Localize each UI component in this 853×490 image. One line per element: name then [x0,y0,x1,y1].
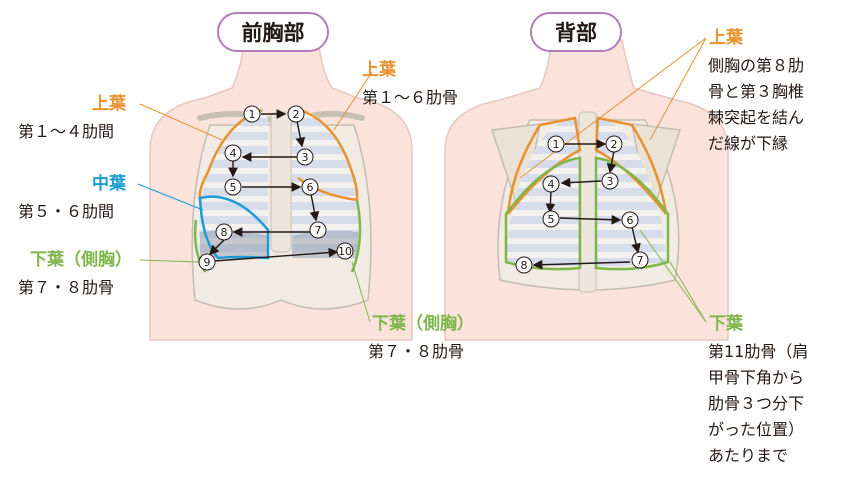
back-point-marker-4 [542,175,560,193]
front-point-label-7: 7 [315,224,322,237]
front-point-marker-3 [296,148,314,166]
front-point-marker-8 [215,223,233,241]
back-auscultation-points: 1 2 3 4 5 6 7 8 [515,135,649,274]
front-point-label-4: 4 [230,147,237,160]
back-point-label-3: 3 [607,175,614,188]
front-point-marker-5 [224,178,242,196]
front-point-marker-10 [336,242,354,260]
front-right-upper-lobe-label: 上葉 [362,60,396,80]
back-point-marker-5 [542,210,560,228]
back-point-label-7: 7 [637,254,644,267]
front-right-lower-lobe-label: 下葉（側胸） [372,314,474,334]
back-lower-lobe-desc-3: 肋骨３つ分下 [708,394,805,413]
front-title: 前胸部 [217,12,329,52]
back-torso [444,39,729,341]
front-point-marker-9 [198,253,216,271]
back-point-marker-8 [515,256,533,274]
front-point-label-5: 5 [230,181,237,194]
back-upper-lobe-label: 上葉 [709,28,743,48]
front-point-label-3: 3 [302,151,309,164]
front-middle-lobe-label: 中葉 [92,174,126,194]
back-point-label-8: 8 [521,259,528,272]
back-point-marker-1 [547,135,565,153]
front-middle-lobe-desc: 第５・６肋間 [18,202,115,221]
front-lower-lobe-desc: 第７・８肋骨 [18,278,115,297]
front-point-marker-4 [224,144,242,162]
front-point-label-10: 10 [338,245,352,258]
front-point-marker-6 [301,178,319,196]
front-right-lower-lobe-desc: 第７・８肋骨 [368,342,465,361]
back-lower-lobe-desc-5: あたりまで [708,446,789,465]
front-upper-lobe-label: 上葉 [92,94,126,114]
front-right-upper-lobe-desc: 第１～６肋骨 [362,88,459,107]
back-arrows [532,139,641,270]
front-point-marker-7 [309,221,327,239]
front-point-label-2: 2 [293,108,300,121]
back-point-label-6: 6 [627,214,634,227]
front-point-marker-1 [243,105,261,123]
front-point-label-8: 8 [221,226,228,239]
front-upper-lobe-desc: 第１～４肋間 [18,122,115,141]
front-point-marker-2 [287,105,305,123]
front-arrows [209,109,339,262]
back-lower-lobe-desc-1: 第11肋骨（肩 [708,342,809,361]
back-title: 背部 [530,12,622,52]
back-upper-lobe-desc-1: 側胸の第８肋 [708,56,805,75]
back-point-label-5: 5 [548,213,555,226]
front-point-label-1: 1 [249,108,256,121]
back-point-label-1: 1 [553,138,560,151]
back-point-label-2: 2 [611,138,618,151]
back-upper-lobe-desc-4: だ線が下縁 [708,134,789,153]
front-torso [149,39,413,341]
front-point-label-6: 6 [307,181,314,194]
back-point-label-4: 4 [548,178,555,191]
back-upper-lobe-desc-2: 骨と第３胸椎 [708,82,805,101]
back-lower-lobe-label: 下葉 [709,314,743,334]
back-lower-lobe-desc-4: がった位置） [708,420,805,439]
back-upper-lobe-desc-3: 棘突起を結ん [708,108,805,127]
back-lower-lobe-desc-2: 甲骨下角から [708,368,805,387]
back-point-marker-6 [621,211,639,229]
front-auscultation-points: 1 2 3 4 5 6 7 8 9 10 [198,105,354,271]
front-point-label-9: 9 [204,256,211,269]
back-point-marker-7 [631,251,649,269]
back-point-marker-2 [605,135,623,153]
back-point-marker-3 [601,172,619,190]
front-lower-lobe-label: 下葉（側胸） [30,250,132,270]
leader-lines [137,37,707,323]
